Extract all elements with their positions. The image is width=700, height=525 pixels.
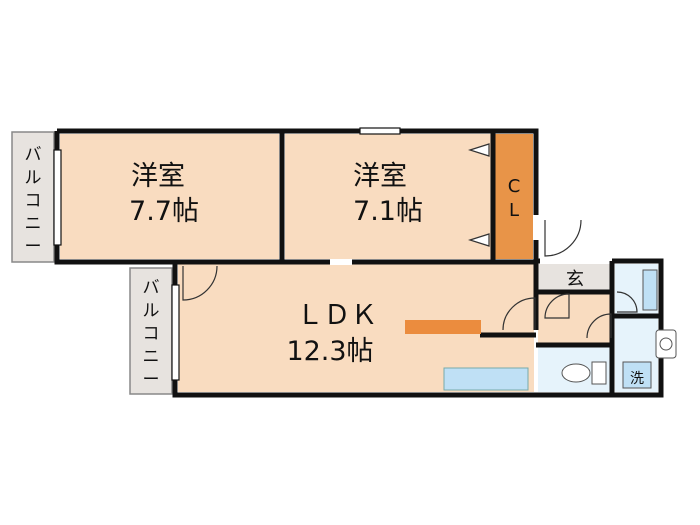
- balcony-upper-char-2: ル: [25, 168, 42, 188]
- wash-basin: [655, 329, 677, 359]
- western-room-2-name: 洋室: [353, 161, 407, 192]
- toilet: [561, 361, 607, 385]
- balcony-lower-char-4: ニ: [143, 347, 160, 367]
- balcony-upper-char-5: ー: [25, 237, 42, 257]
- balcony-upper: バ ル コ ニ ー: [11, 131, 55, 263]
- ldk-name: ＬＤＫ: [297, 300, 378, 331]
- balcony-upper-char-3: コ: [25, 191, 42, 211]
- interior-walls: [175, 131, 661, 395]
- entrance-label: 玄: [566, 269, 584, 290]
- closet-label-c: C: [508, 176, 521, 197]
- balcony-upper-char-4: ニ: [25, 214, 42, 234]
- entrance-floor: [538, 264, 612, 292]
- kitchen-counter: [405, 320, 481, 334]
- laundry-label: 洗: [630, 371, 644, 387]
- balcony-lower: バ ル コ ニ ー: [129, 267, 173, 395]
- closet-floor: [495, 134, 533, 259]
- western-room-2-size: 7.1帖: [353, 196, 423, 227]
- balcony-upper-char-1: バ: [25, 145, 42, 165]
- doors: [182, 143, 638, 339]
- western-room-1-floor: [60, 134, 279, 259]
- western-room-2-floor: [285, 134, 492, 259]
- balcony-lower-char-2: ル: [143, 301, 160, 321]
- bathtub: [642, 269, 658, 311]
- western-room-1-size: 7.7帖: [129, 196, 199, 227]
- western-room-1-name: 洋室: [131, 161, 185, 192]
- washing-machine-space: [622, 361, 652, 389]
- closet-label-l: L: [509, 200, 519, 221]
- balcony-lower-char-5: ー: [143, 370, 160, 390]
- balcony-lower-char-1: バ: [143, 278, 160, 298]
- kitchen-sink-unit: [443, 367, 529, 391]
- ldk-size: 12.3帖: [286, 336, 373, 367]
- balcony-lower-char-3: コ: [143, 324, 160, 344]
- windows: [53, 127, 401, 381]
